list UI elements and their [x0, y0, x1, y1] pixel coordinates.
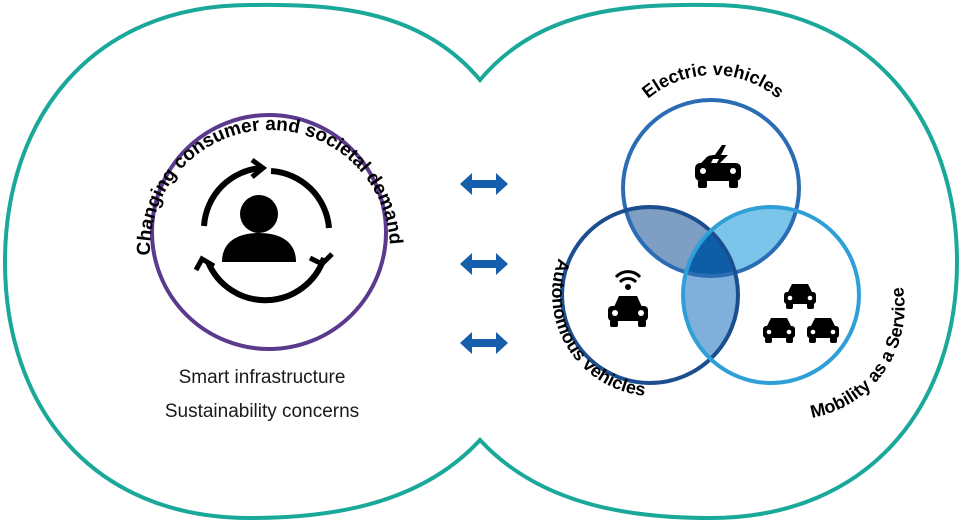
venn-circle-electric: [621, 98, 801, 278]
electric-car-icon: [695, 145, 741, 188]
left-item-1: Smart infrastructure: [179, 367, 346, 388]
double-arrow-icon: [460, 173, 508, 195]
venn-circle-autonomous: [560, 205, 740, 385]
car-fleet-icon: [763, 284, 839, 343]
connected-car-icon: [608, 270, 648, 327]
left-panel: Changing consumer and societal demands S…: [0, 0, 406, 422]
left-ring: [150, 113, 388, 351]
venn-diagram: Electric vehicles Autonomous vehicles Mo…: [548, 59, 909, 422]
double-arrow-icon: [460, 332, 508, 354]
left-item-2: Sustainability concerns: [165, 401, 359, 422]
venn-circle-maas: [681, 205, 861, 385]
venn-label-electric: Electric vehicles: [638, 59, 788, 102]
connector-arrows: [460, 173, 508, 354]
double-arrow-icon: [460, 253, 508, 275]
person-with-cycle-arrows-icon: [193, 157, 334, 304]
